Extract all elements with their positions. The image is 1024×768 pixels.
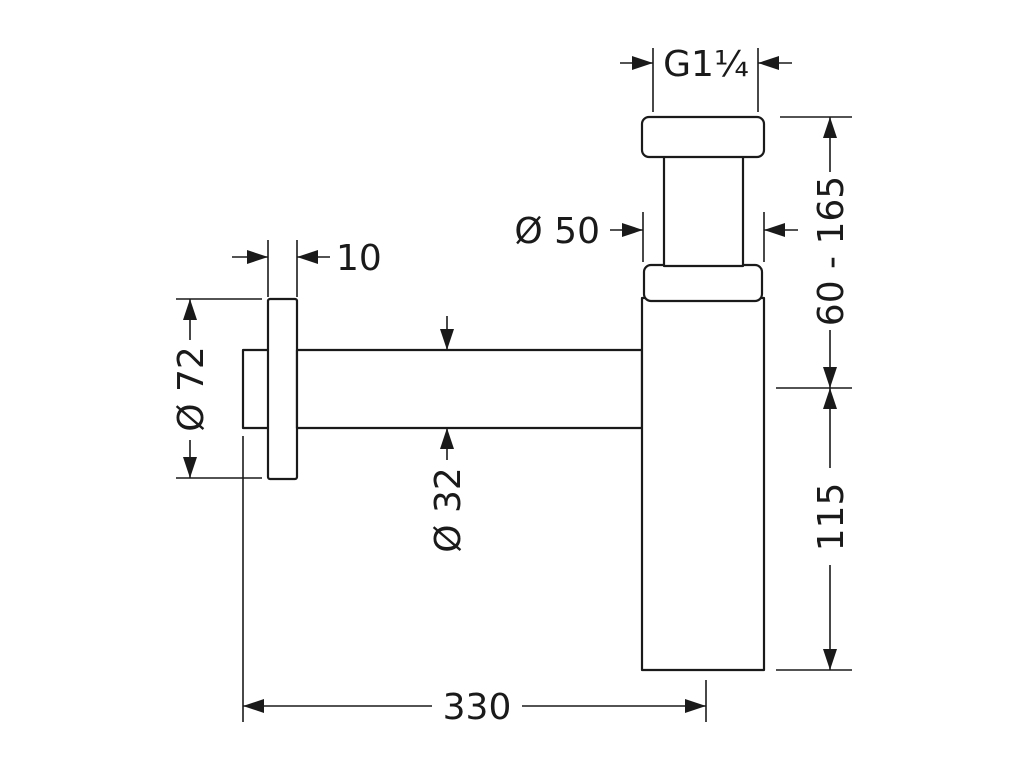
dimension-height-range: 60 - 165 xyxy=(776,116,852,389)
lower-collar xyxy=(642,263,764,303)
outlet-diameter-label: Ø 50 xyxy=(514,211,600,252)
arrow-head xyxy=(764,223,785,237)
trap-body xyxy=(640,296,766,672)
arrow-head xyxy=(632,56,653,70)
dimension-flange-thickness: 10 xyxy=(232,238,382,297)
thread-label: G1¼ xyxy=(663,44,749,85)
top-nut xyxy=(640,115,766,159)
arrow-head xyxy=(183,457,197,478)
upright-tube xyxy=(662,153,745,268)
dimension-flange-diameter: Ø 72 xyxy=(171,298,262,479)
arrow-head xyxy=(823,117,837,138)
lower-height-label: 115 xyxy=(811,483,852,552)
arrow-head xyxy=(183,299,197,320)
arrow-head xyxy=(247,250,268,264)
horizontal-length-label: 330 xyxy=(443,687,512,728)
arrow-head xyxy=(823,649,837,670)
dimension-outlet-diameter: Ø 50 xyxy=(514,211,798,262)
siphon-body xyxy=(241,115,766,672)
arrow-head xyxy=(243,699,264,713)
dimension-thread: G1¼ xyxy=(620,44,792,112)
pipe-diameter-label: Ø 32 xyxy=(428,467,469,553)
arrow-head xyxy=(823,388,837,409)
arrow-head xyxy=(685,699,706,713)
wall-flange xyxy=(266,297,299,481)
dimension-horizontal-length: 330 xyxy=(242,436,707,728)
wall-rosette-boss xyxy=(241,348,271,430)
flange-thickness-label: 10 xyxy=(336,238,382,279)
arrow-head xyxy=(440,428,454,449)
arrow-head xyxy=(758,56,779,70)
arrow-head xyxy=(440,329,454,350)
height-range-label: 60 - 165 xyxy=(811,176,852,326)
arrow-head xyxy=(297,250,318,264)
flange-diameter-label: Ø 72 xyxy=(171,346,212,432)
dimension-lower-height: 115 xyxy=(776,388,852,671)
arrow-head xyxy=(823,367,837,388)
arrow-head xyxy=(622,223,643,237)
horizontal-pipe xyxy=(295,348,644,430)
dimension-pipe-diameter: Ø 32 xyxy=(428,316,469,553)
